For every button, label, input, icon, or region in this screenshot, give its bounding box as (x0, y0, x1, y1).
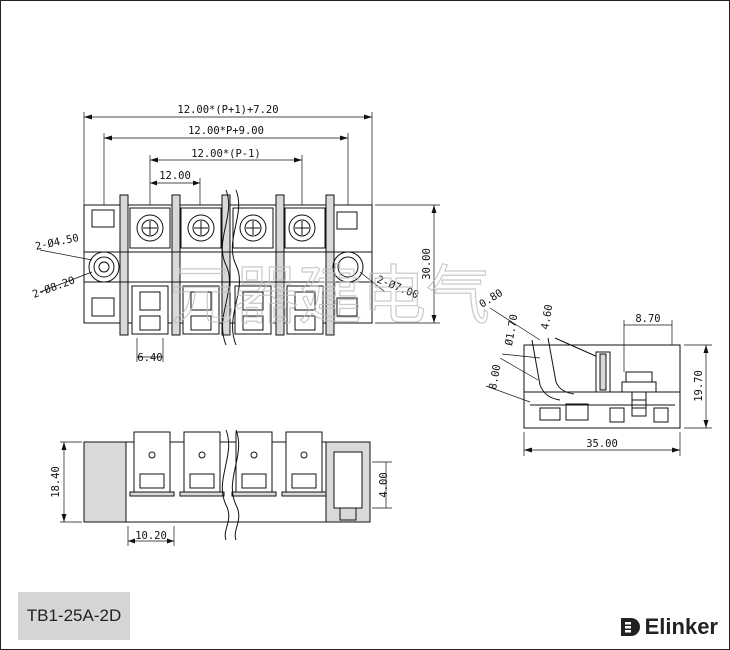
brand-icon (620, 618, 640, 636)
dim-front-right: 4.00 (378, 472, 390, 497)
dim-mount-hole-large: 2-Ø8.20 (31, 274, 77, 300)
dim-side-dia: Ø1.70 (503, 313, 520, 346)
screw-terminal (284, 207, 326, 249)
part-number-label: TB1-25A-2D (18, 592, 130, 640)
dim-hole-span: 12.00*P+9.00 (188, 125, 264, 137)
dim-side-top: 8.70 (635, 313, 660, 325)
dim-mount-hole-small: 2-Ø4.50 (34, 232, 80, 253)
front-tab (129, 431, 175, 497)
dim-front-pitch: 10.20 (135, 530, 167, 542)
dim-side-b: 8.00 (487, 364, 503, 391)
brand-name: Elinker (644, 614, 718, 639)
dim-side-length: 35.00 (586, 438, 618, 450)
dim-tab-width: 6.40 (137, 352, 162, 364)
dim-height-top: 30.00 (421, 248, 433, 280)
screw-terminal (129, 207, 171, 249)
front-view: 18.40 4.00 10.20 (50, 429, 392, 546)
dim-terminal-span: 12.00*(P-1) (191, 148, 261, 160)
top-view: 12.00*(P+1)+7.20 12.00*P+9.00 12.00*(P-1… (31, 104, 440, 364)
screw-terminal (232, 207, 274, 249)
quick-connect-tab (182, 285, 220, 335)
brand-logo: Elinker (619, 614, 718, 640)
screw-terminal (180, 207, 222, 249)
watermark: 元器建电气 (170, 260, 490, 334)
side-view: 35.00 19.70 8.70 0.80 4.60 Ø1.70 8.00 (477, 287, 712, 456)
dim-pitch: 12.00 (159, 170, 191, 182)
quick-connect-tab (286, 285, 324, 335)
dim-overall-length: 12.00*(P+1)+7.20 (177, 104, 278, 116)
dim-side-height: 19.70 (693, 370, 705, 402)
front-tab (281, 431, 327, 497)
front-tab (231, 431, 277, 497)
dim-side-a: 4.60 (539, 304, 555, 331)
front-tab (179, 431, 225, 497)
dim-front-height: 18.40 (50, 466, 62, 498)
quick-connect-tab (131, 285, 169, 335)
